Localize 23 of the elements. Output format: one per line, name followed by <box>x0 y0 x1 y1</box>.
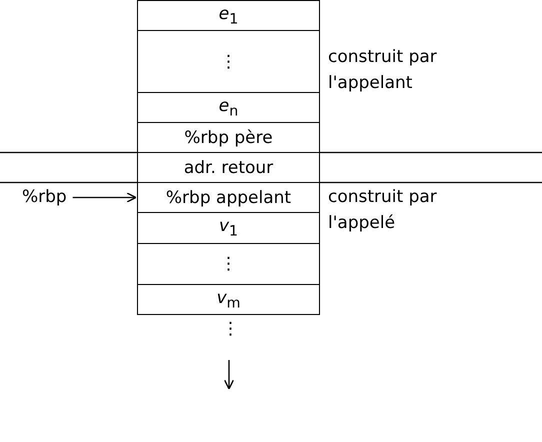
cell-text: ⋮ <box>220 254 237 274</box>
stack-cell <box>137 152 320 183</box>
stack-cell <box>137 122 320 153</box>
stack-cell <box>137 182 320 213</box>
cell-text: ⋮ <box>220 52 237 72</box>
region-note: construit par l'appelant <box>328 46 438 95</box>
stack-cell <box>137 92 320 123</box>
cell-text: v$_{m}$ <box>216 288 240 312</box>
register-label: %rbp <box>22 184 67 210</box>
stack-cell <box>137 284 320 315</box>
cell-text: %rbp appelant <box>166 188 292 208</box>
cell-text: e$_{1}$ <box>218 4 238 28</box>
cell-text: v$_{1}$ <box>218 216 238 240</box>
cell-text: adr. retour <box>184 158 274 178</box>
stack-cell <box>137 212 320 244</box>
cell-text: %rbp père <box>184 128 273 148</box>
region-note: construit par l'appelé <box>328 186 438 235</box>
continuation-dots: ⋮ <box>222 318 240 341</box>
stack-cell <box>137 30 320 93</box>
stack-cell <box>137 0 320 31</box>
stack-cell <box>137 243 320 285</box>
arrow <box>72 192 137 203</box>
cell-text: e$_{n}$ <box>218 96 238 120</box>
